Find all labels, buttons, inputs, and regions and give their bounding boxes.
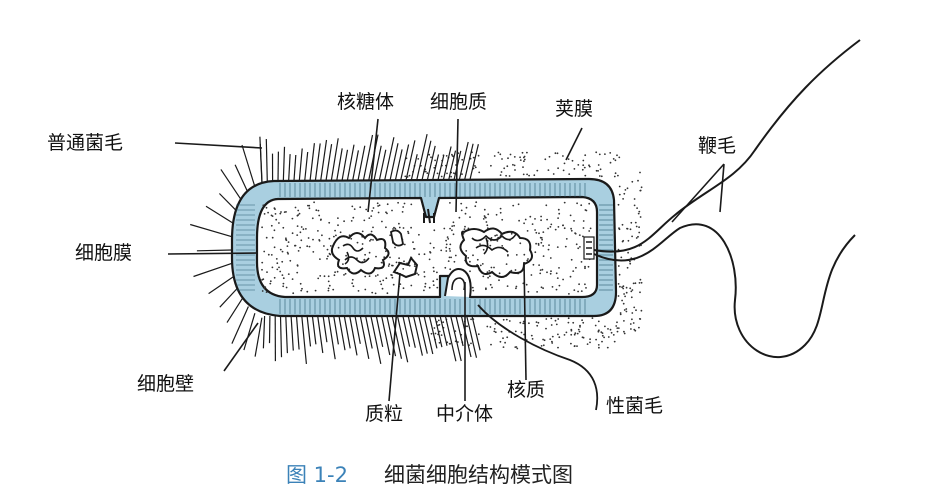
label-ribosome: 核糖体 [337,93,394,112]
caption-title: 细菌细胞结构模式图 [384,465,573,486]
cell-body [232,179,616,316]
nucleoid [332,228,532,277]
label-flagellum: 鞭毛 [698,137,736,156]
leader-cell-wall [224,323,258,371]
label-cell-membrane: 细胞膜 [75,244,132,263]
label-cytoplasm: 细胞质 [430,93,487,112]
label-mesosome: 中介体 [436,405,493,424]
leader-nucleoid [524,262,526,380]
leader-flagellum [672,164,724,222]
label-common-pili: 普通菌毛 [47,134,123,153]
leader-common-pili [175,143,262,148]
label-cell-wall: 细胞壁 [137,375,194,394]
leader-cell-membrane [168,253,257,254]
leader-plasmid [389,273,400,401]
caption-figure-number: 图 1-2 [286,465,348,486]
label-plasmid: 质粒 [365,405,403,424]
label-nucleoid: 核质 [507,381,545,400]
mesosome [445,269,471,297]
plasmid [394,258,417,277]
flagellum-basal-body [584,237,594,259]
label-capsule: 荚膜 [555,100,593,119]
label-sex-pilus: 性菌毛 [606,397,663,416]
